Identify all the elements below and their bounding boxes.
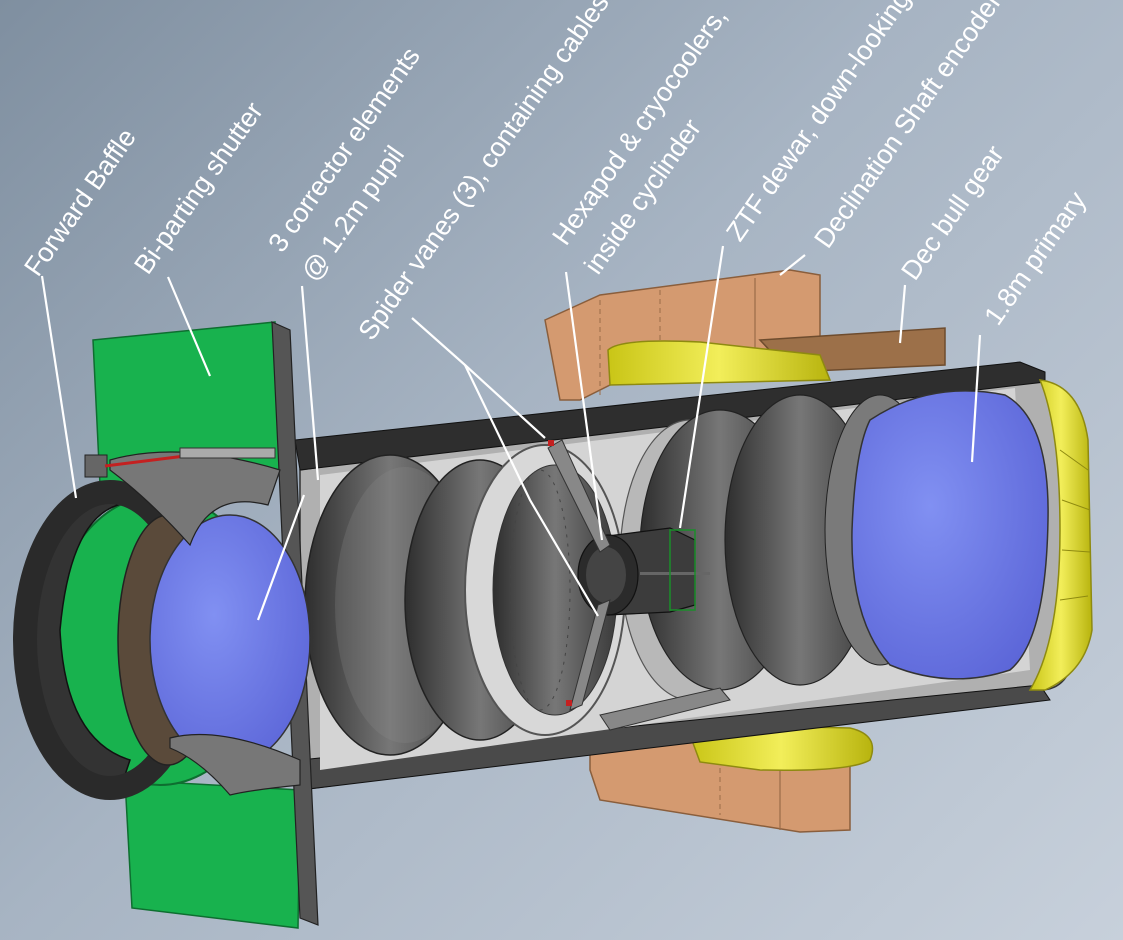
shutter-leaf-lower [169,733,301,796]
mirror-cell [1028,379,1093,691]
shutter-actuator [84,447,276,478]
declination-shaft-encoder [607,340,874,772]
primary-mirror [851,390,1049,680]
ztf-dewar [577,527,710,616]
label-dec-bull-gear: Dec bull gear [895,140,1009,286]
leader-lines [40,245,982,621]
label-bi-parting-shutter: Bi-parting shutter [128,97,269,280]
callout-labels: Forward Baffle Bi-parting shutter 3 corr… [18,0,1092,345]
label-forward-baffle: Forward Baffle [18,123,141,281]
bi-parting-shutter [92,321,301,929]
spider-vanes [547,439,611,711]
label-declination-shaft-encoder: Declination Shaft encoder [808,0,1007,253]
corrector-elements [149,514,311,766]
label-primary: 1.8m primary [978,186,1092,331]
lower-support [599,687,731,731]
